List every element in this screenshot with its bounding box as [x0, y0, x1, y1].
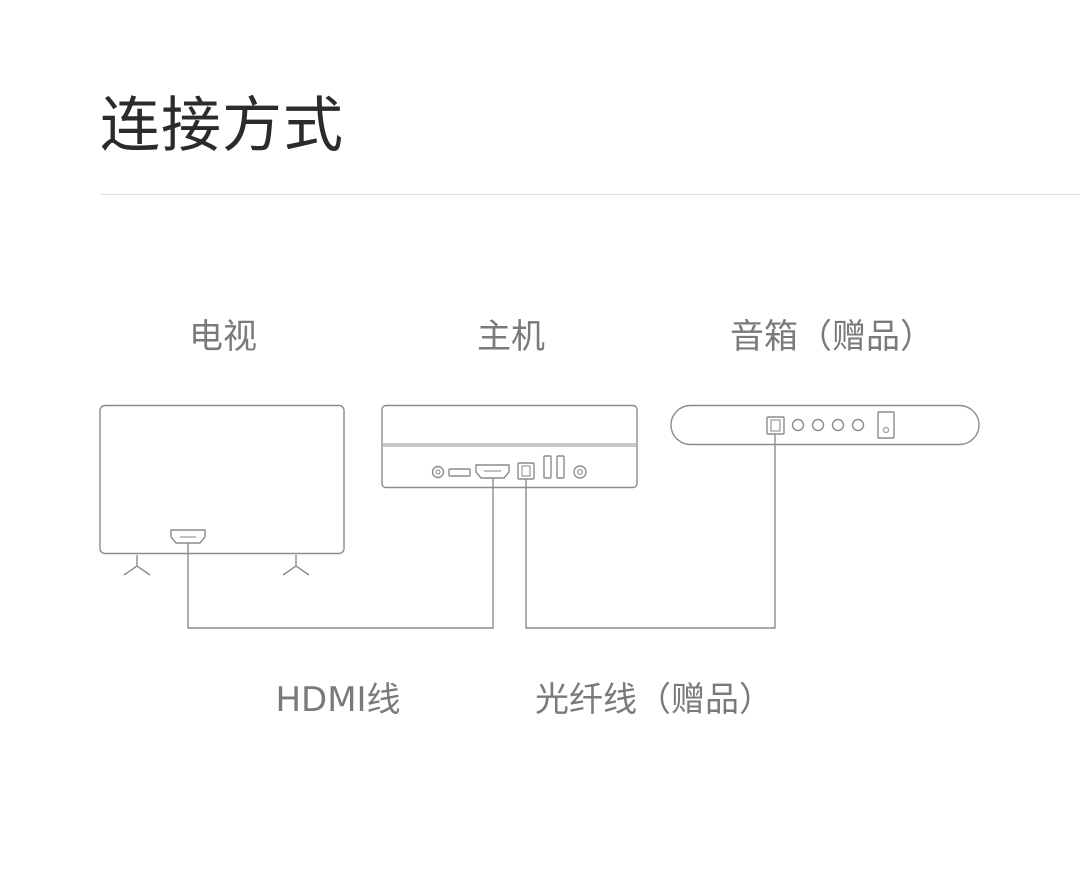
optical-cable-line: [525, 434, 776, 629]
tv-icon: [99, 404, 345, 576]
tv-right-leg: [282, 555, 310, 576]
host-usb-port-1: [543, 455, 552, 479]
speaker-jack-3: [831, 418, 845, 432]
host-micro-port: [448, 468, 471, 477]
speaker-jack-2: [811, 418, 825, 432]
host-audio-port: [573, 465, 587, 479]
host-label: 主机: [477, 317, 545, 357]
speaker-jack-4: [851, 418, 865, 432]
host-power-port: [431, 465, 445, 479]
speaker-icon: [670, 404, 980, 446]
host-icon: [381, 404, 638, 489]
hdmi-cable-label: HDMI线: [275, 680, 401, 720]
title-divider: [101, 194, 1080, 195]
hdmi-cable-line: [187, 478, 494, 629]
tv-label: 电视: [189, 317, 257, 357]
tv-left-leg: [123, 555, 151, 576]
optical-cable-label: 光纤线（赠品）: [535, 680, 773, 720]
host-usb-port-2: [556, 455, 565, 479]
host-hdmi-port: [475, 464, 510, 479]
speaker-label: 音箱（赠品）: [730, 317, 934, 357]
speaker-power-switch: [877, 411, 895, 439]
tv-hdmi-port: [170, 529, 206, 544]
host-optical-port: [517, 462, 535, 480]
page-title: 连接方式: [100, 91, 344, 161]
speaker-jack-1: [791, 418, 805, 432]
speaker-optical-port: [766, 416, 785, 435]
